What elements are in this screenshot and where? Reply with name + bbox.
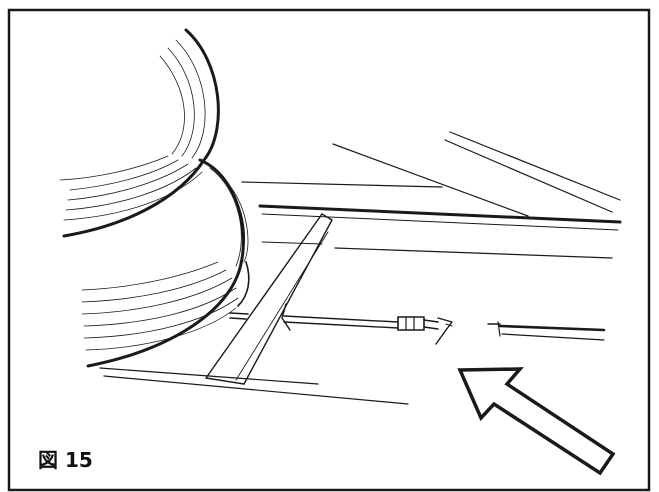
crossmember-beam — [205, 213, 333, 385]
upper-tire — [59, 28, 220, 238]
rod-assembly — [229, 303, 453, 345]
lower-tire — [81, 158, 250, 368]
direction-arrow-icon — [457, 367, 616, 476]
rod-bracket — [487, 321, 606, 341]
figure-caption: 図 15 — [38, 448, 93, 472]
body-panel-lines — [241, 131, 622, 259]
floor-lines — [99, 367, 409, 405]
